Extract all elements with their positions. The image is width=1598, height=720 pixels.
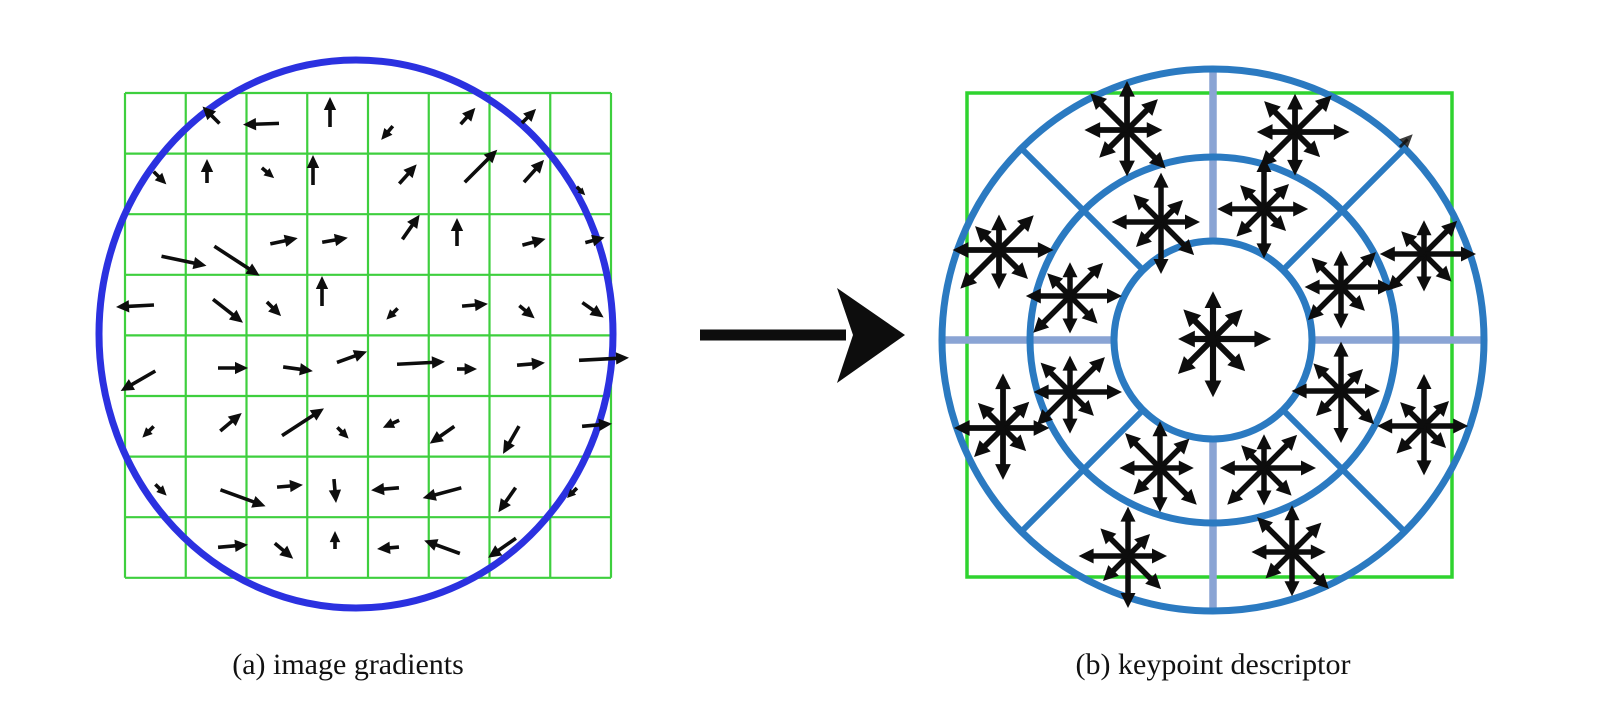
gradient-arrows	[116, 97, 629, 559]
descriptor-circles	[938, 65, 1488, 615]
caption-right: (b) keypoint descriptor	[1075, 648, 1351, 681]
left-gradient-grid	[123, 91, 613, 579]
stray-arrowhead	[1398, 134, 1413, 149]
orientation-histogram-stars	[952, 80, 1476, 608]
left-boundary-circle	[95, 56, 617, 612]
connector-arrow	[700, 288, 905, 383]
caption-left: (a) image gradients	[232, 648, 464, 681]
